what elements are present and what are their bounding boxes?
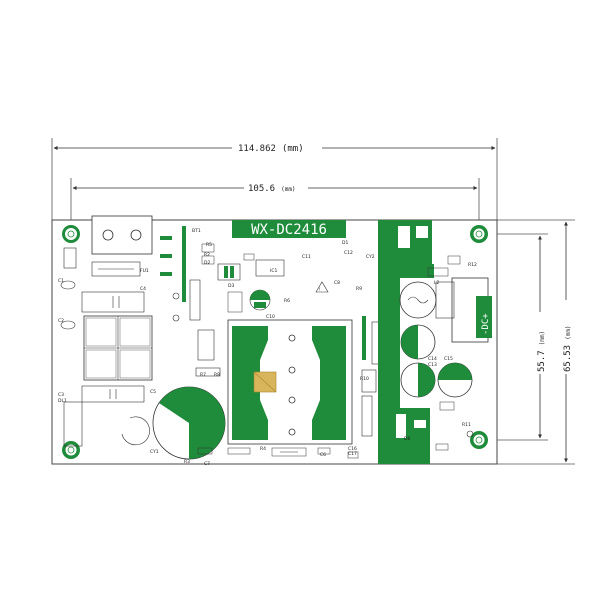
- unit-label: (mm): [539, 331, 546, 345]
- silk-fu1: FU1: [140, 268, 149, 274]
- dimension-right-mounting: 55.7 (mm): [490, 233, 548, 441]
- silk-r10: R10: [360, 376, 369, 382]
- silk-c11: C11: [302, 254, 311, 260]
- silk-ic1: IC1: [270, 268, 277, 274]
- output-capacitor-c13: [400, 362, 436, 398]
- silk-c14: C14: [428, 356, 437, 362]
- mounting-hole-top-right: [470, 225, 488, 243]
- svg-text:65.53(mm): 65.53 (mm): [563, 325, 573, 372]
- input-filter-section: [60, 247, 153, 447]
- bottom-strip: [197, 447, 331, 457]
- mounting-height-value: 55.7: [537, 350, 547, 372]
- silk-r3: R3: [184, 459, 190, 465]
- silk-r7: R7: [200, 372, 206, 378]
- unit-label: (mm): [565, 325, 572, 339]
- svg-text:114.862(mm): 114.862 (mm): [238, 144, 304, 154]
- output-terminal: -DC+: [451, 277, 492, 343]
- pcb-board: WX-DC2416: [51, 215, 498, 467]
- output-sense-section: [435, 401, 474, 451]
- silk-dl1: DL1: [58, 398, 67, 404]
- mounting-hole-bottom-left: [62, 441, 80, 459]
- silk-c7: C7: [204, 461, 210, 467]
- mounting-width-value: 105.6: [248, 184, 275, 194]
- model-banner: WX-DC2416: [232, 220, 346, 238]
- output-polarity-label: -DC+: [481, 313, 491, 335]
- dimension-top-mounting: 105.6 (mm): [70, 178, 480, 220]
- silk-d2: D2: [204, 260, 210, 266]
- silk-c13: C13: [428, 362, 437, 368]
- silk-cy2: CY2: [366, 254, 375, 260]
- silk-d1: D1: [342, 240, 348, 246]
- silk-r8: R8: [214, 372, 220, 378]
- svg-text:!: !: [319, 287, 321, 292]
- silk-c16: C16: [348, 446, 357, 452]
- silk-r9: R9: [356, 286, 362, 292]
- silkscreen-labels: BT1 FU1 C1 C2 C3 DL1 C4 C5 CY1 R3 C7 R5 …: [58, 228, 477, 467]
- silk-c3: C3: [58, 392, 64, 398]
- mounting-hole-top-left: [62, 225, 80, 243]
- silk-c5: C5: [150, 389, 156, 395]
- mounting-hole-bottom-right: [470, 431, 488, 449]
- silk-r12: R12: [468, 262, 477, 268]
- silk-c1: C1: [58, 278, 64, 284]
- silk-c4: C4: [140, 286, 146, 292]
- silk-c6: C6: [320, 452, 326, 458]
- output-copper-zone: [378, 220, 461, 464]
- output-capacitor-c14: [400, 324, 436, 360]
- svg-text:55.7(mm): 55.7 (mm): [537, 331, 547, 372]
- silk-c8: C8: [334, 280, 340, 286]
- unit-label: (mm): [282, 144, 304, 154]
- silk-c15: C15: [444, 356, 453, 362]
- input-terminal-block: [91, 215, 153, 277]
- silk-d6: D6: [404, 436, 410, 442]
- transformer: [227, 319, 353, 445]
- overall-height-value: 65.53: [563, 345, 573, 372]
- silk-d3: D3: [228, 283, 234, 289]
- controller-section: !: [201, 243, 329, 313]
- silk-r2: R2: [204, 252, 210, 258]
- silk-c17: C17: [348, 451, 357, 457]
- silk-cy1: CY1: [150, 449, 159, 455]
- overall-width-value: 114.862: [238, 144, 276, 154]
- bulk-capacitor: [152, 386, 226, 460]
- silk-r4: R4: [260, 446, 266, 452]
- silk-r5: R5: [206, 242, 212, 248]
- silk-bt1: BT1: [192, 228, 201, 234]
- dimension-right-overall: 65.53 (mm): [497, 219, 575, 465]
- silk-r6: R6: [284, 298, 290, 304]
- svg-text:105.6(mm): 105.6 (mm): [248, 184, 296, 194]
- dimension-top-overall: 114.862 (mm): [51, 138, 498, 220]
- silk-l2: L2: [434, 280, 440, 286]
- unit-label: (mm): [281, 186, 295, 193]
- silk-r11: R11: [462, 422, 471, 428]
- primary-traces: [160, 226, 221, 377]
- output-inductor: [399, 281, 455, 319]
- output-capacitor-c15: [437, 362, 473, 398]
- silk-c12: C12: [344, 250, 353, 256]
- model-label: WX-DC2416: [251, 222, 327, 238]
- silk-c10: C10: [266, 314, 275, 320]
- silk-c2: C2: [58, 318, 64, 324]
